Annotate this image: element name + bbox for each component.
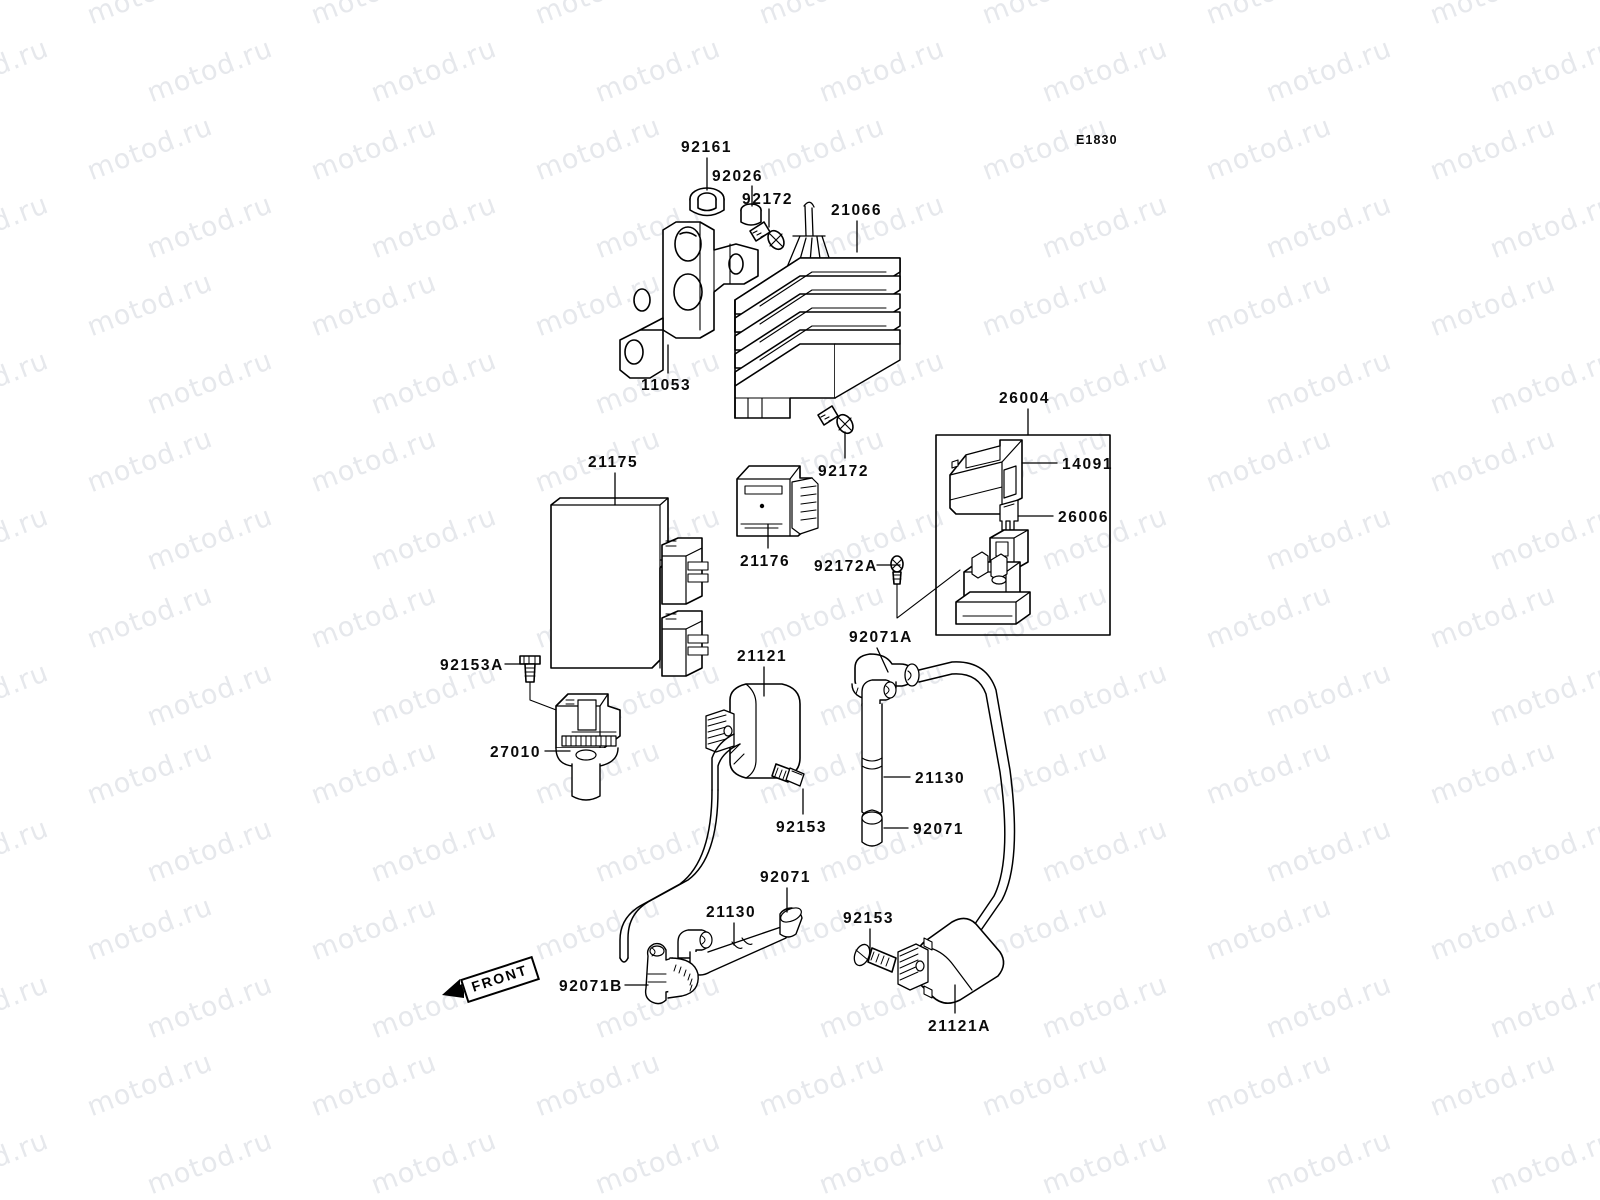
part-21066-regulator-rectifier [734, 201, 901, 419]
part-92172A-screw [890, 555, 961, 619]
front-label-box: FRONT [460, 955, 541, 1004]
figure-id: E1830 [1076, 133, 1118, 147]
part-label-spark-plug-cap-right: 21130 [915, 770, 966, 787]
part-21130-plug-cap-lower [677, 925, 789, 976]
part-label-crankshaft-sensor-switch: 27010 [490, 744, 542, 761]
part-label-screw-upper: 92172 [742, 191, 794, 208]
part-92153-bolt-front [771, 763, 805, 787]
part-92071-cap-right [861, 809, 883, 847]
part-92172-screw-upper [749, 221, 785, 251]
part-label-cap-lower-center: 92071 [760, 869, 812, 886]
part-label-fuse-blade: 26006 [1058, 509, 1110, 526]
part-92026-spacer [740, 203, 762, 226]
part-27010-sensor-switch [555, 693, 621, 801]
part-label-relay-assembly: 21176 [740, 553, 791, 570]
part-label-plug-cap-lower-left: 92071B [559, 978, 623, 995]
front-orientation-marker: FRONT [440, 955, 541, 1016]
part-label-fuse-box-assembly: 26004 [999, 390, 1051, 407]
part-label-damper: 92161 [681, 139, 733, 156]
part-label-ignition-coil-rear: 21121A [928, 1018, 992, 1035]
part-92071-cap-lower [779, 907, 803, 938]
part-21121-ignition-coil-front [619, 683, 801, 963]
part-label-bolt-sensor: 92153A [440, 657, 504, 674]
part-92153-bolt-rear [853, 943, 897, 973]
starter-relay-assembly [955, 529, 1031, 625]
part-label-cap-right: 92071 [913, 821, 965, 838]
part-label-bolt-coil-front: 92153 [776, 819, 828, 836]
part-11053-bracket [619, 221, 759, 379]
part-label-spark-plug-cap-lower: 21130 [706, 904, 757, 921]
part-label-bracket: 11053 [641, 377, 692, 394]
part-26006-fuse [999, 499, 1019, 531]
part-label-ignition-coil-front: 21121 [737, 648, 788, 665]
part-label-fuse-box-cover: 14091 [1062, 456, 1114, 473]
part-14091-cover [949, 439, 1023, 515]
part-92172-screw-lower [817, 405, 854, 435]
part-21121A-ignition-coil-rear [897, 917, 1005, 1004]
part-92161-damper [689, 187, 725, 217]
part-label-screw-fusebox: 92172A [814, 558, 878, 575]
part-label-screw-lower: 92172 [818, 463, 870, 480]
part-label-spacer: 92026 [712, 168, 764, 185]
part-21176-relay [736, 465, 819, 537]
part-label-bolt-coil-rear: 92153 [843, 910, 895, 927]
part-label-regulator-rectifier: 21066 [831, 202, 883, 219]
part-label-plug-cap-upper: 92071A [849, 629, 913, 646]
part-21175-igniter-ecu [550, 497, 709, 677]
part-label-ignition-igniter-ecu: 21175 [588, 454, 639, 471]
part-92071B-plug-cap [644, 942, 699, 1005]
leader-line-plug-cap-upper [876, 647, 889, 673]
part-26004-fusebox-frame [935, 434, 1111, 636]
